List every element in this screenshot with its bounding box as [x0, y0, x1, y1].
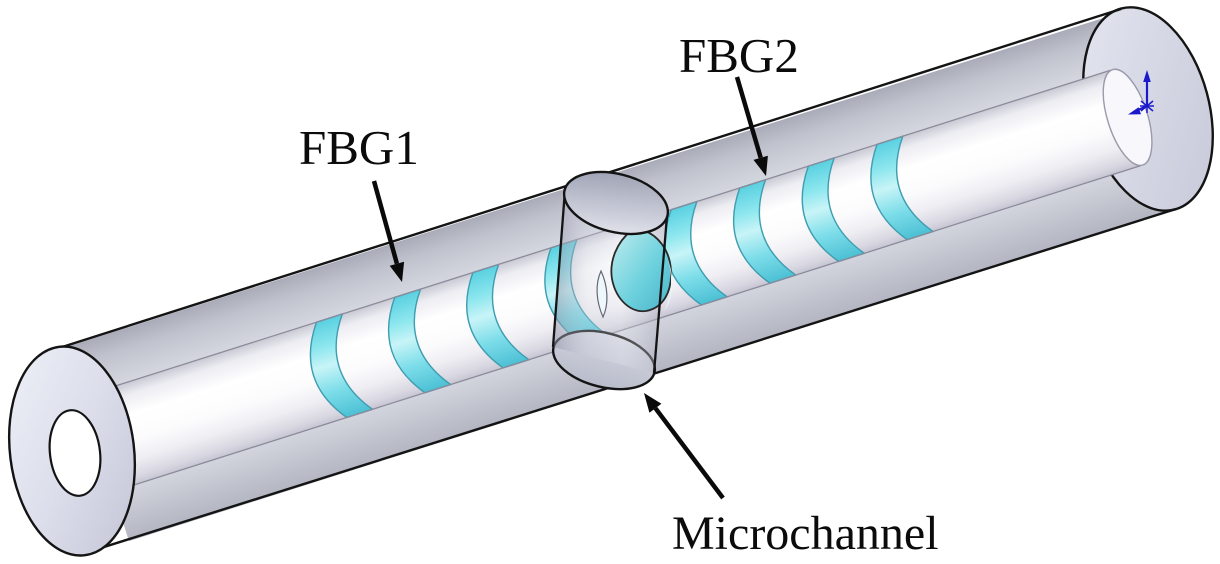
fbg2-label: FBG2: [679, 28, 799, 83]
fbg2-arrow: [734, 76, 768, 176]
origin-axes-icon: [1128, 70, 1154, 115]
core-left-end-hole: [48, 409, 102, 497]
microchannel-label: Microchannel: [672, 507, 939, 560]
fbg1-arrow: [371, 180, 405, 282]
microchannel-left-wall: [551, 189, 567, 348]
microchannel-top-opening: [562, 170, 670, 236]
fbg1-label: FBG1: [299, 120, 419, 175]
microchannel-arrow: [644, 393, 725, 500]
annotations: FBG1 FBG2 Microchannel: [299, 28, 939, 560]
microchannel-right-wall: [652, 215, 669, 374]
core-cut-face: [596, 269, 608, 319]
microchannel-group: [551, 170, 673, 391]
core-cut-highlight: [664, 260, 673, 311]
